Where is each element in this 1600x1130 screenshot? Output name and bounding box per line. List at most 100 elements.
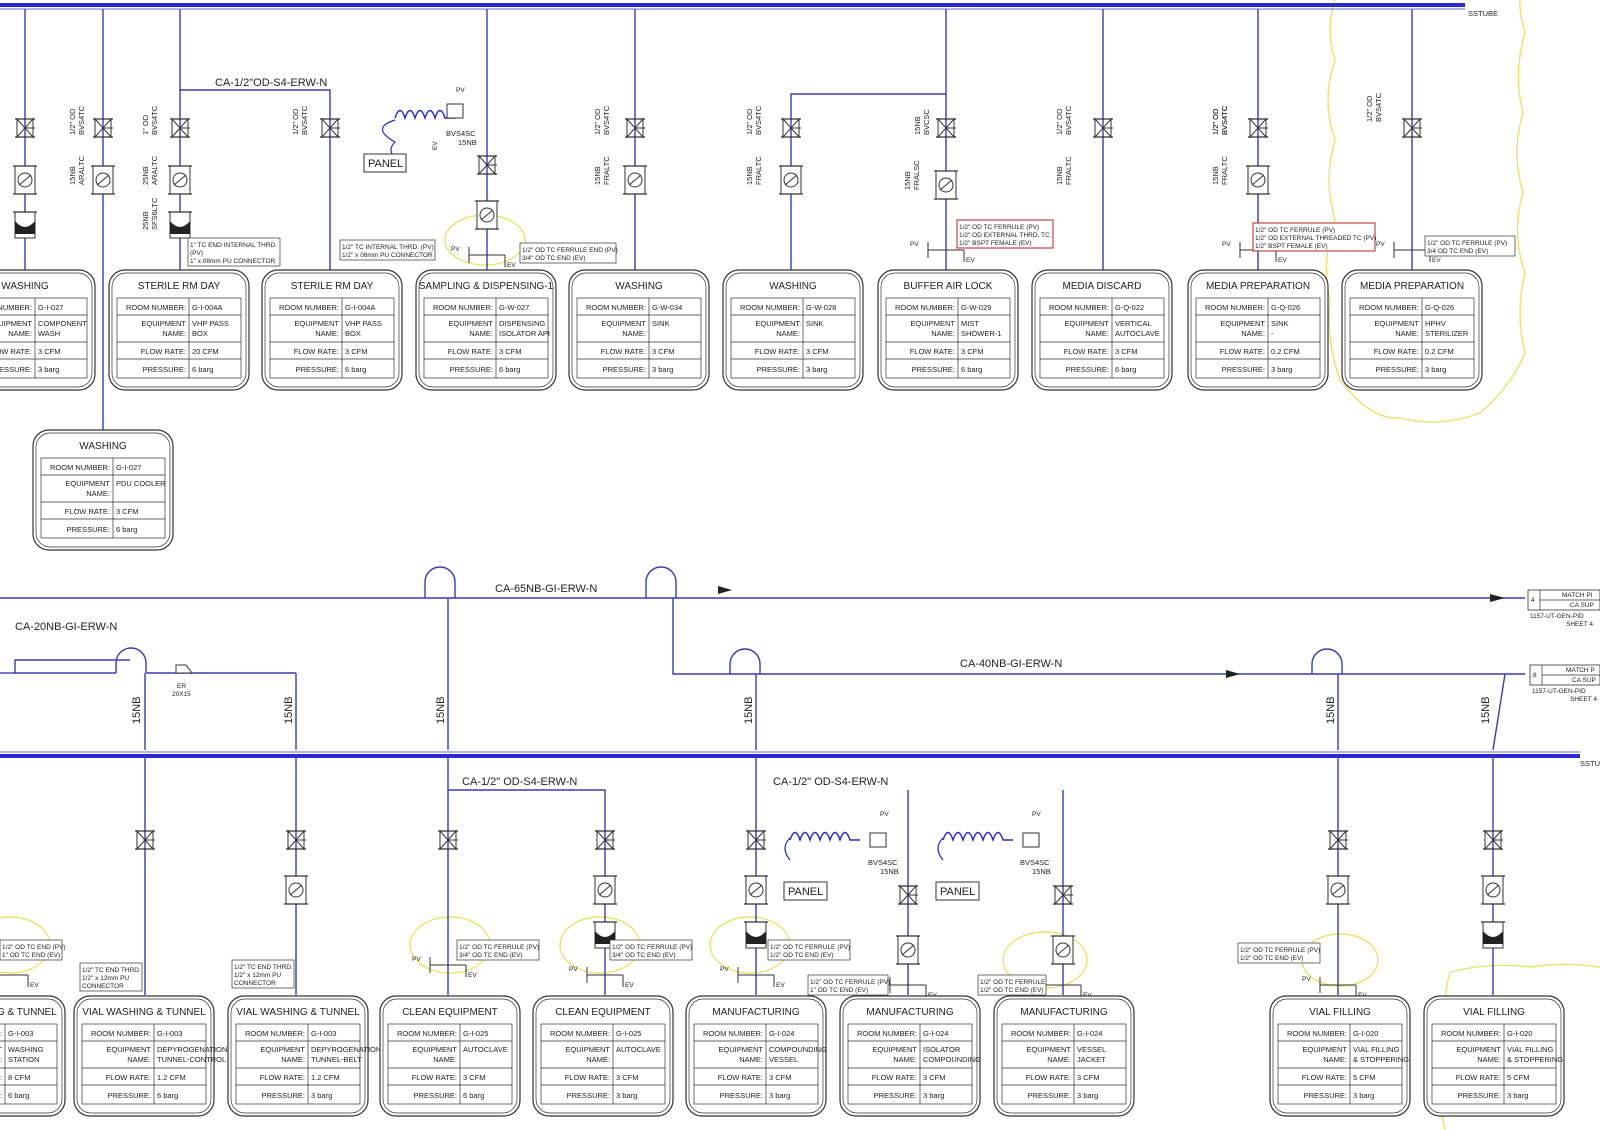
ev-tag: EV (625, 982, 634, 989)
room-box-bottom-0-flow-value: 8 CFM (8, 1073, 31, 1082)
room-box-top-6-equip-value-1: MIST (961, 319, 979, 328)
room-box-bottom-9-flow-label: FLOW RATE: (1456, 1073, 1501, 1082)
room-box-mid-flow-label: FLOW RATE: (65, 507, 110, 516)
filter-icon (13, 211, 37, 239)
room-box-bottom-9-pressure-label: PRESSURE: (1458, 1091, 1501, 1100)
room-box-top-3-title: SAMPLING & DISPENSING-1 (419, 281, 554, 292)
room-box-top-9-pressure-value: 3 barg (1425, 365, 1446, 374)
svg-text:SHEET 4: SHEET 4 (1570, 696, 1597, 703)
ev-top: EV (432, 141, 439, 150)
valve-tag-10-a: 1/2" OD (1055, 108, 1064, 135)
panel-bottom-1: PANEL BVS4SC 15NB PV (783, 811, 899, 901)
room-box-bottom-7-flow-value: 3 CFM (1077, 1073, 1100, 1082)
match-line-1: 4 MATCH PI CA SUP 1157-UT-GEN-PID SHEET … (1527, 589, 1600, 628)
room-box-top-1-pressure-label: PRESSURE: (143, 365, 186, 374)
room-box-bottom-2-flow-label: FLOW RATE: (260, 1073, 305, 1082)
bottom-branch-1-label: CA-1/2" OD-S4-ERW-N (462, 776, 577, 788)
panel-top-label: PANEL (368, 158, 403, 170)
svg-text:1157-UT-GEN-PID: 1157-UT-GEN-PID (1532, 688, 1586, 695)
bottom-branch-2-label: CA-1/2" OD-S4-ERW-N (773, 776, 888, 788)
ball-valve-icon (898, 884, 918, 906)
pv-ev-b2: PV EV (569, 966, 634, 989)
note-n5-line-2: 1/2" BSPT FEMALE (EV) (1255, 243, 1328, 250)
room-box-top-8-pressure-label: PRESSURE: (1222, 365, 1265, 374)
note-b1-line-1: 1" OD TC END (EV) (2, 952, 60, 959)
room-box-top-8-room-label: ROOM NUMBER: (1205, 303, 1265, 312)
room-box-top-1-pressure-value: 6 barg (192, 365, 213, 374)
note-n5-line-0: 1/2" OD TC FERRULE (PV) (1255, 227, 1335, 234)
regulator-icon (168, 165, 192, 195)
room-box-mid-title: WASHING (79, 441, 127, 452)
room-box-top-4-equip-value-1: SINK (652, 319, 670, 328)
note-n3: 1/2" OD TC FERRULE END (PV)3/4" OD TC EN… (519, 242, 618, 264)
room-box-top-4-room-label: ROOM NUMBER: (586, 303, 646, 312)
room-box-top-4-pressure-value: 3 barg (652, 365, 673, 374)
room-box-top-0-pressure-label: PRESSURE: (0, 365, 32, 374)
room-box-bottom-0-equip-label-1: EQUIPMENT (0, 1045, 2, 1054)
room-box-bottom-9-equip-value-2: & STOPPERING (1507, 1055, 1563, 1064)
room-box-top-4-pressure-label: PRESSURE: (603, 365, 646, 374)
room-box-bottom-1-pressure-label: PRESSURE: (108, 1091, 151, 1100)
valve-tag-2-a: 1" OD (141, 114, 150, 135)
room-box-bottom-8-room-label: ROOM NUMBER: (1287, 1029, 1347, 1038)
room-box-bottom-9-equip-value-1: VIAL FILLING (1507, 1045, 1554, 1054)
note-b6: 1/2" OD TC FERRULE (PV)1/2" OD TC END (E… (767, 939, 851, 961)
valve-tag-2-b: BVS4TC (150, 105, 159, 135)
drop-size-5: 15NB (1325, 696, 1337, 724)
note-n4: 1/2" OD TC FERRULE (PV)1/2" OD EXTERNAL … (956, 219, 1054, 249)
room-box-top-1-equip-value-2: BOX (192, 329, 208, 338)
room-box-bottom-8-equip-value-1: VIAL FILLING (1353, 1045, 1400, 1054)
room-box-top-6-equip-label-2: NAME: (931, 329, 955, 338)
room-box-bottom-2-equip-value-2: TUNNEL-BELT (311, 1055, 362, 1064)
note-n6-line-0: 1/2" OD TC FERRULE (PV) (1427, 240, 1507, 247)
note-b9: 1/2" OD TC FERRULE (PV)1/2" OD TC END (E… (1237, 942, 1321, 964)
room-box-bottom-4-equip-value-1: AUTOCLAVE (616, 1045, 661, 1054)
room-box-bottom-4-flow-value: 3 CFM (616, 1073, 639, 1082)
room-box-top-4-room-value: G-W-034 (652, 303, 682, 312)
room-box-bottom-8-title: VIAL FILLING (1309, 1007, 1371, 1018)
valve-tag-16-a: 15NB (1211, 166, 1220, 185)
room-box-top-9-equip-value-1: HPHV (1425, 319, 1446, 328)
room-box-top-1-room-label: ROOM NUMBER: (126, 303, 186, 312)
filter-icon (1481, 921, 1505, 949)
room-box-bottom-4-pressure-value: 3 barg (616, 1091, 637, 1100)
room-box-bottom-2-title: VIAL WASHING & TUNNEL (236, 1007, 360, 1018)
note-b8-line-1: 1/2" OD TC END (EV) (980, 987, 1044, 994)
valve-symbols: PVEVPVEVPVEVPVEVPVEVPVEVPVEVPVEVPVEVPVEV… (0, 117, 1505, 999)
room-box-top-5-equip-value-1: SINK (806, 319, 824, 328)
regulator-icon (1051, 935, 1075, 965)
room-box-bottom-7-pressure-label: PRESSURE: (1028, 1091, 1071, 1100)
pv-tag: PV (569, 966, 578, 973)
room-box-bottom-0-pressure-value: 6 barg (8, 1091, 29, 1100)
room-box-top-0-room-value: G-I-027 (38, 303, 63, 312)
note-n2: 1/2" TC INTERNAL THRD. (PV)1/2" x 08mm P… (339, 239, 436, 261)
room-box-bottom-5-title: MANUFACTURING (712, 1007, 799, 1018)
room-box-top-0-flow-value: 3 CFM (38, 347, 61, 356)
ev-tag: EV (1432, 257, 1441, 264)
room-box-top-2-room-value: G-I-004A (345, 303, 375, 312)
room-box-bottom-9-room-label: ROOM NUMBER: (1441, 1029, 1501, 1038)
ball-valve-icon (438, 829, 458, 851)
room-box-bottom-8-pressure-label: PRESSURE: (1304, 1091, 1347, 1100)
ball-valve-icon (477, 154, 497, 176)
room-box-bottom-2-room-value: G-I-003 (311, 1029, 336, 1038)
room-box-bottom-3-room-label: ROOM NUMBER: (397, 1029, 457, 1038)
room-box-bottom-0-room-value: G-I-003 (8, 1029, 33, 1038)
room-box-top-6-equip-value-2: SHOWER-1 (961, 329, 1001, 338)
room-box-top-8-flow-label: FLOW RATE: (1220, 347, 1265, 356)
note-b2-line-2: CONNECTOR (82, 983, 124, 990)
room-box-bottom-0-flow-label: FLOW RATE: (0, 1073, 2, 1082)
room-box-top-0-equip-label-2: NAME: (8, 329, 32, 338)
room-box-top-4-flow-label: FLOW RATE: (601, 347, 646, 356)
room-box-bottom-9-equip-label-1: EQUIPMENT (1456, 1045, 1501, 1054)
